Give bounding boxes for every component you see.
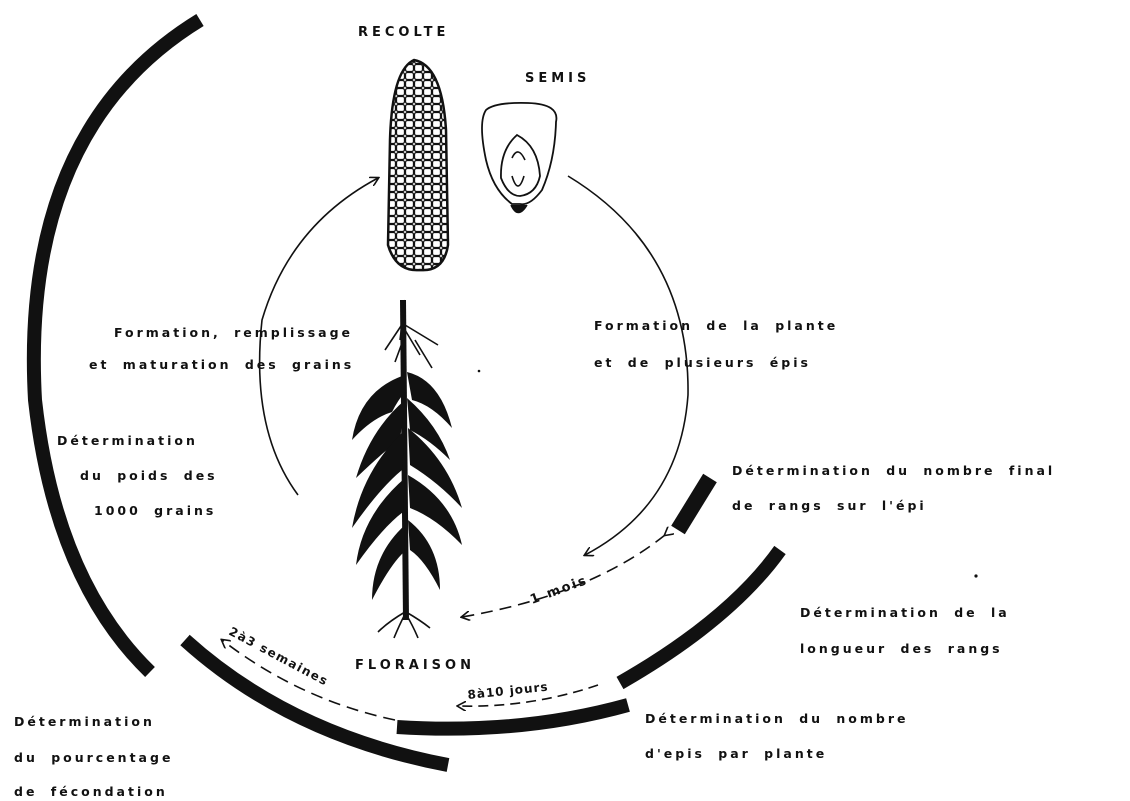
fertilization-line1: Détermination	[14, 716, 155, 729]
one-month-arrow	[462, 535, 665, 617]
stage-sowing-title: SEMIS	[525, 72, 590, 85]
grain-weight-line2: du poids des	[80, 470, 218, 483]
rows-number-arc	[678, 478, 710, 530]
speck-mark	[478, 370, 481, 373]
grain-weight-arc	[34, 20, 200, 672]
rows-number-line2: de rangs sur l'épi	[732, 500, 927, 513]
seed-icon	[482, 103, 556, 213]
grain-weight-line3: 1000 grains	[94, 505, 216, 518]
rows-number-line1: Détermination du nombre final	[732, 465, 1055, 478]
grain-formation-line1: Formation, remplissage	[114, 327, 353, 340]
maize-plant-icon	[352, 300, 462, 638]
fertilization-line2: du pourcentage	[14, 752, 173, 765]
one-month-label: 1 mois	[528, 573, 590, 608]
ears-number-line2: d'epis par plante	[645, 748, 827, 761]
speck-mark	[974, 574, 977, 577]
grain-formation-line2: et maturation des grains	[89, 359, 354, 372]
rows-length-line2: longueur des rangs	[800, 643, 1003, 656]
corn-ear-icon	[388, 60, 448, 270]
ears-number-arc	[397, 705, 628, 729]
ears-number-line1: Détermination du nombre	[645, 713, 909, 726]
rows-length-line1: Détermination de la	[800, 607, 1010, 620]
grain-weight-line1: Détermination	[57, 435, 198, 448]
rows-length-arc	[620, 550, 780, 683]
stage-harvest-title: RECOLTE	[358, 26, 449, 39]
fertilization-line3: de fécondation	[14, 786, 168, 799]
days-label: 8à10 jours	[467, 680, 549, 702]
plant-formation-line2: et de plusieurs épis	[594, 357, 811, 370]
stage-flowering-title: FLORAISON	[355, 659, 475, 672]
plant-formation-line1: Formation de la plante	[594, 320, 838, 333]
